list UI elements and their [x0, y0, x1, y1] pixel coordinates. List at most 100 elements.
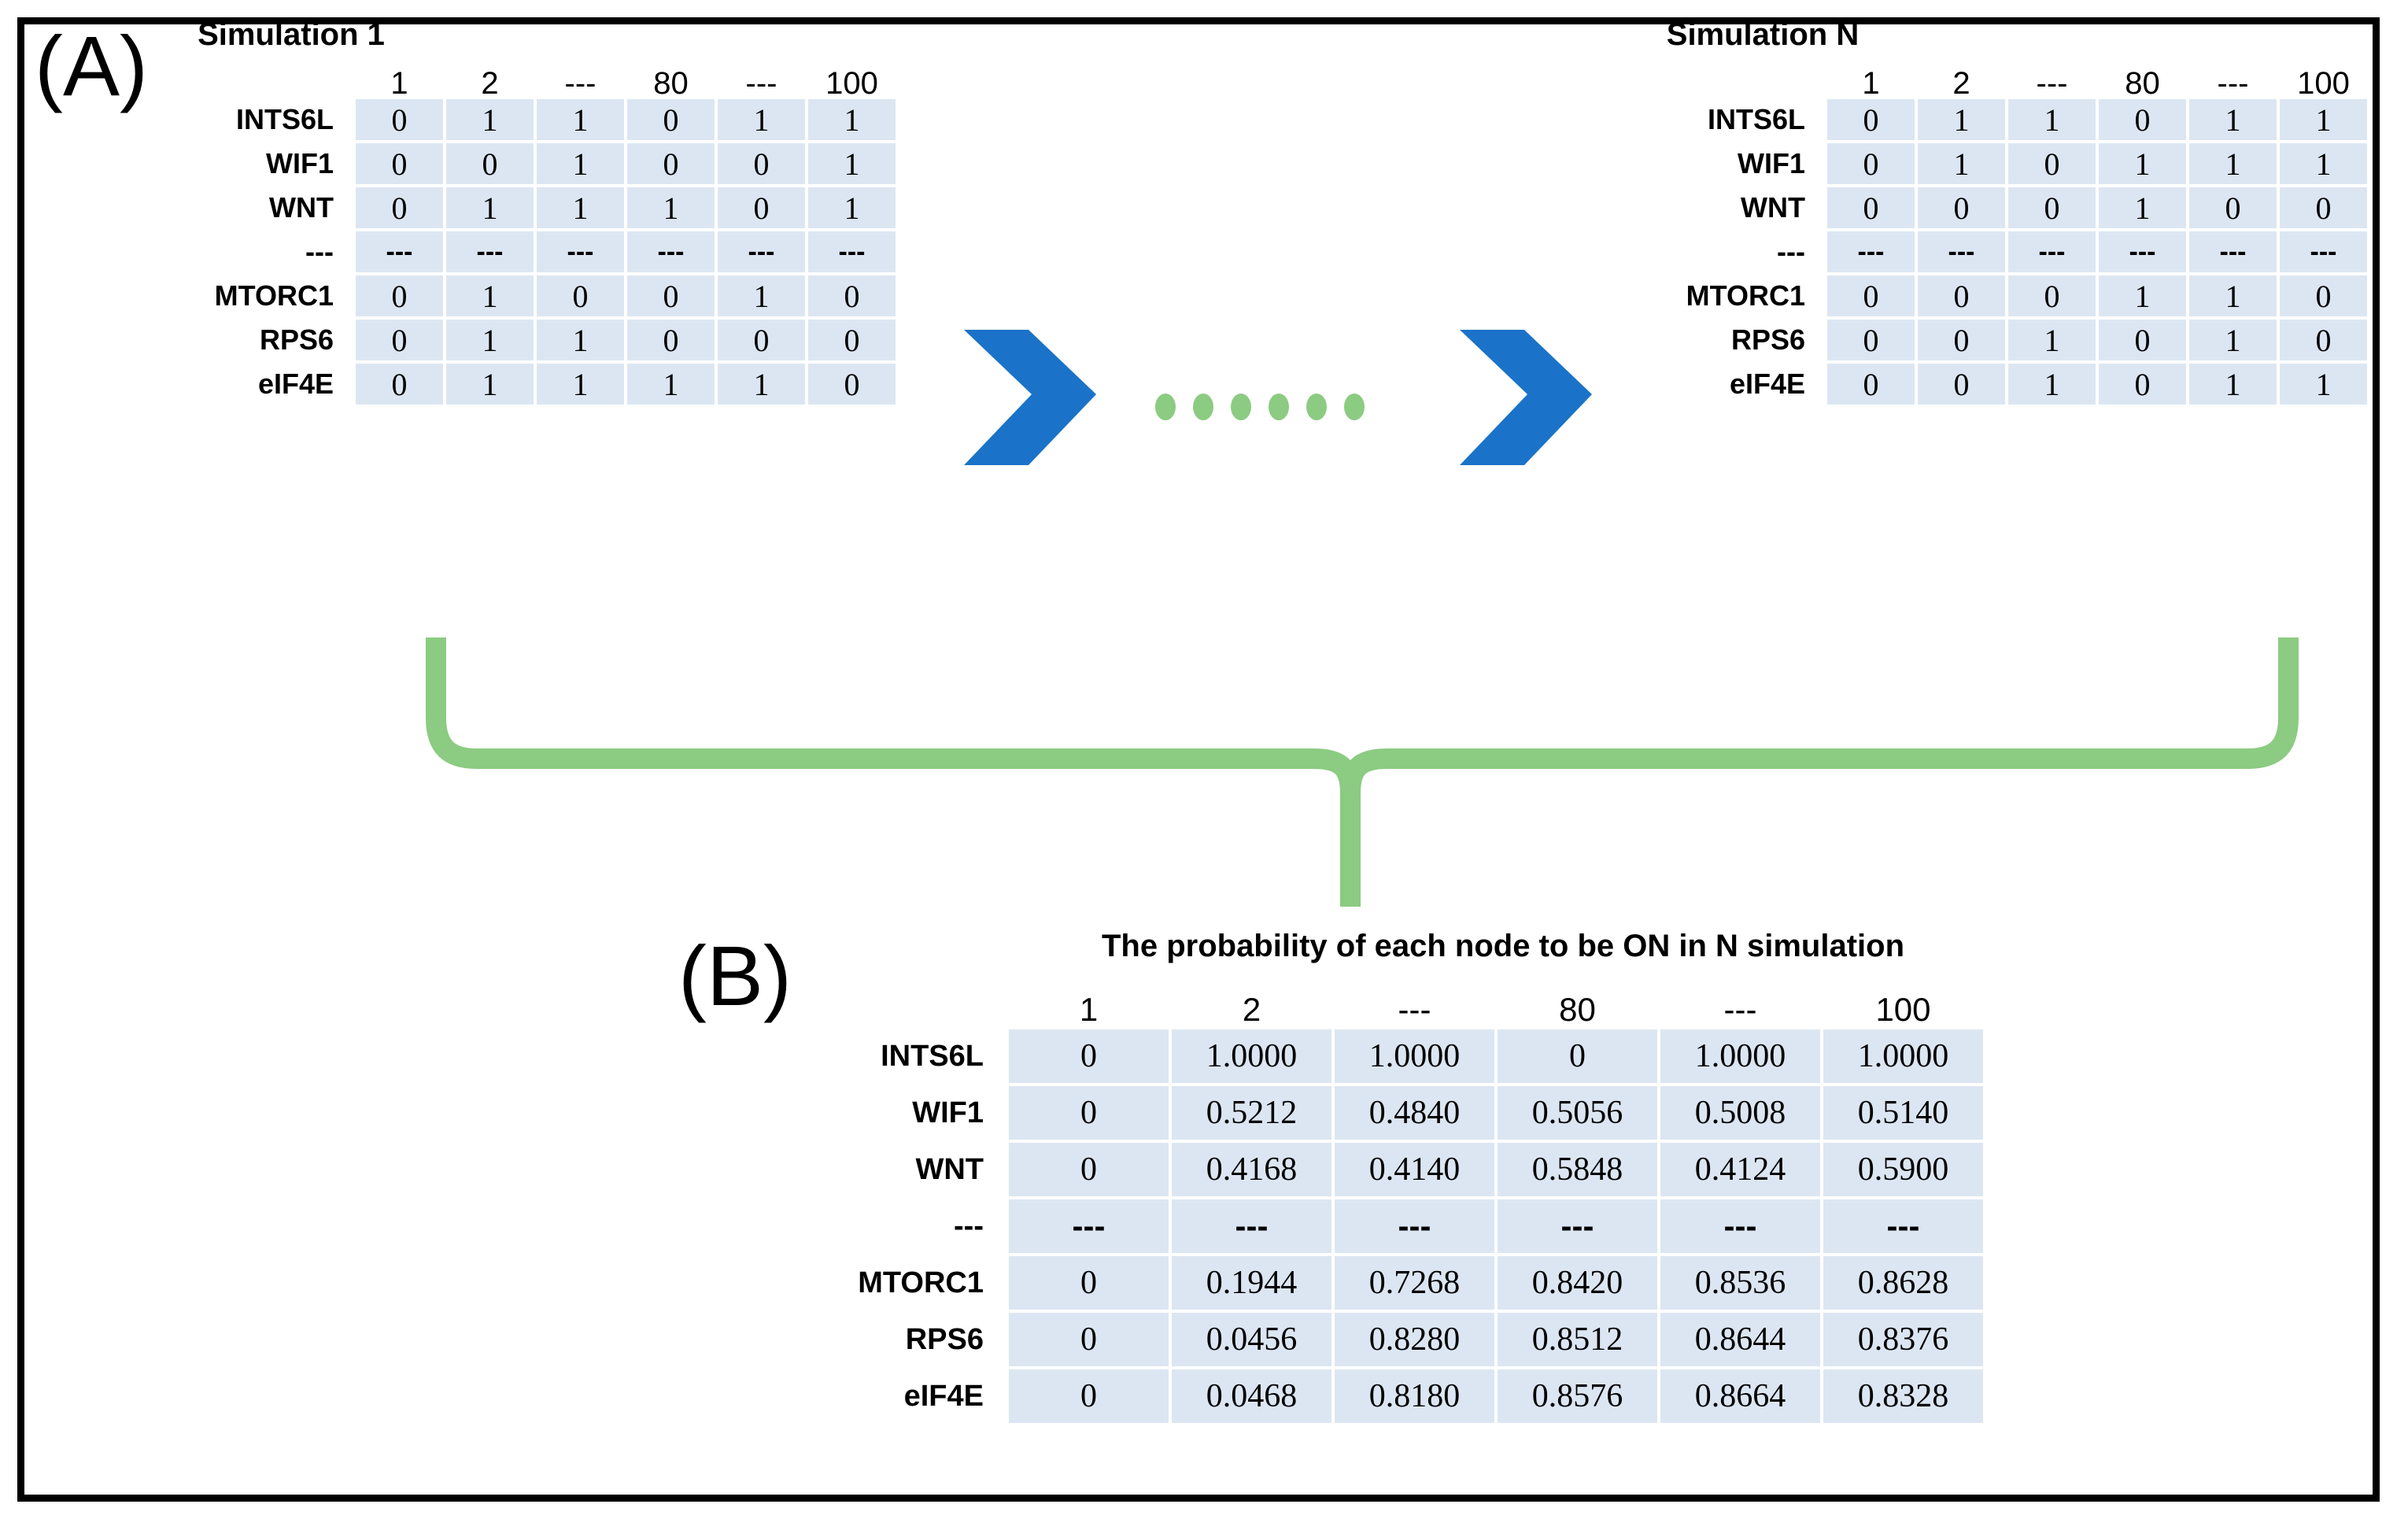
probability-cell: 0.8644: [1659, 1311, 1822, 1368]
simulation-1-row-label: eIF4E: [257, 368, 334, 400]
simulation-1-col-header: 100: [825, 66, 878, 101]
probability-cell: 0.5056: [1496, 1085, 1659, 1141]
probability-row-label: MTORC1: [858, 1266, 984, 1299]
simulation-n-cell: ---: [2278, 230, 2369, 274]
simulation-1-cell: ---: [626, 230, 716, 274]
simulation-1-cell: 0: [354, 142, 445, 186]
simulation-n-cell: 0: [2097, 98, 2188, 142]
probability-cell: 0: [1007, 1368, 1170, 1425]
simulation-1-col-header: ---: [564, 66, 596, 101]
simulation-n-row-label: WNT: [1741, 191, 1805, 224]
simulation-n-cell: 0: [1916, 362, 2007, 406]
probability-cell: 0.4140: [1333, 1141, 1496, 1198]
probability-row-label: WIF1: [912, 1096, 984, 1129]
simulation-n-title: Simulation N: [1666, 17, 1860, 52]
probability-cell: 0.5212: [1170, 1085, 1333, 1141]
probability-cell: 0: [1007, 1255, 1170, 1311]
simulation-n-cell: 1: [2188, 98, 2278, 142]
probability-cell: 0.7268: [1333, 1255, 1496, 1311]
probability-cell: 0.8536: [1659, 1255, 1822, 1311]
probability-cell: 0.8664: [1659, 1368, 1822, 1425]
simulation-1-col-header: 1: [390, 66, 408, 101]
simulation-n-cell: 0: [2278, 274, 2369, 318]
simulation-1-cell: ---: [445, 230, 535, 274]
simulation-n-row-label: WIF1: [1738, 147, 1805, 179]
probability-col-header: ---: [1723, 991, 1757, 1028]
probability-cell: 0.4124: [1659, 1141, 1822, 1198]
simulation-n-cell: ---: [2097, 230, 2188, 274]
probability-cell: ---: [1659, 1198, 1822, 1255]
probability-cell: 0.4840: [1333, 1085, 1496, 1141]
simulation-1-cell: 0: [716, 186, 807, 230]
probability-cell: ---: [1007, 1198, 1170, 1255]
probability-col-header: 2: [1242, 991, 1261, 1028]
simulation-1-cell: 1: [535, 362, 626, 406]
probability-cell: ---: [1170, 1198, 1333, 1255]
simulation-1-cell: 0: [626, 274, 716, 318]
simulation-n-cell: 0: [1916, 274, 2007, 318]
probability-cell: 0: [1007, 1311, 1170, 1368]
probability-cell: 0.5008: [1659, 1085, 1822, 1141]
simulation-n-row-label: ---: [1777, 235, 1805, 268]
simulation-n-cell: 1: [1916, 142, 2007, 186]
probability-matrix-title: The probability of each node to be ON in…: [1101, 929, 1905, 963]
simulation-n-cell: 1: [2007, 362, 2097, 406]
probability-cell: 0.8328: [1822, 1368, 1985, 1425]
simulation-n-cell: 0: [2007, 274, 2097, 318]
simulation-1-cell: ---: [354, 230, 445, 274]
probability-col-header: 100: [1875, 991, 1931, 1028]
probability-cell: ---: [1333, 1198, 1496, 1255]
simulation-n-cell: 1: [2188, 142, 2278, 186]
simulation-n-cell: 1: [2097, 274, 2188, 318]
simulation-1-cell: 0: [626, 142, 716, 186]
probability-cell: 0.8512: [1496, 1311, 1659, 1368]
simulation-n-col-header: 1: [1862, 66, 1880, 101]
probability-cell: 0.5900: [1822, 1141, 1985, 1198]
simulation-1-cell: 1: [535, 318, 626, 362]
probability-cell: ---: [1822, 1198, 1985, 1255]
simulation-n-cell: 1: [2188, 318, 2278, 362]
simulation-n-cell: 0: [1826, 362, 1916, 406]
simulation-n-row-label: MTORC1: [1686, 279, 1805, 312]
simulation-n-cell: 0: [1916, 186, 2007, 230]
ellipsis-dot: [1231, 394, 1251, 420]
ellipsis-dot: [1193, 394, 1213, 420]
simulation-n-cell: 1: [2007, 98, 2097, 142]
simulation-1-cell: 0: [354, 362, 445, 406]
simulation-n-col-header: 100: [2297, 66, 2350, 101]
simulation-1-row-label: WIF1: [266, 147, 334, 179]
right-chevron-arrow-left: [964, 330, 1096, 465]
simulation-1-cell: 1: [535, 98, 626, 142]
probability-row-label: ---: [954, 1209, 984, 1243]
simulation-n-cell: 0: [1916, 318, 2007, 362]
simulation-1-cell: 0: [354, 318, 445, 362]
simulation-1-cell: 1: [807, 186, 897, 230]
probability-cell: 0.0456: [1170, 1311, 1333, 1368]
right-chevron-arrow-right: [1460, 330, 1592, 465]
probability-col-header: 80: [1559, 991, 1596, 1028]
simulation-1-cell: 1: [716, 274, 807, 318]
simulation-1-cell: 0: [535, 274, 626, 318]
simulation-n-cell: 1: [2278, 142, 2369, 186]
ellipsis-dot: [1306, 394, 1327, 420]
simulation-n-cell: 0: [1826, 142, 1916, 186]
simulation-1-cell: 0: [354, 274, 445, 318]
simulation-1-cell: 0: [354, 98, 445, 142]
probability-cell: 0.8180: [1333, 1368, 1496, 1425]
simulation-n-cell: 0: [1826, 318, 1916, 362]
simulation-1-cell: ---: [807, 230, 897, 274]
simulation-n-cell: 0: [1826, 274, 1916, 318]
simulation-1-cell: 0: [626, 98, 716, 142]
simulation-1-cell: 1: [716, 98, 807, 142]
simulation-1-cell: 1: [445, 362, 535, 406]
simulation-1-cell: 0: [807, 318, 897, 362]
simulation-n-col-header: ---: [2217, 66, 2249, 101]
simulation-n-col-header: 80: [2125, 66, 2160, 101]
probability-cell: ---: [1496, 1198, 1659, 1255]
simulation-n-cell: 1: [2097, 142, 2188, 186]
ellipsis-dot: [1344, 394, 1365, 420]
simulation-1-col-header: ---: [745, 66, 777, 101]
probability-col-header: 1: [1079, 991, 1099, 1028]
simulation-n-row-label: eIF4E: [1729, 368, 1805, 400]
